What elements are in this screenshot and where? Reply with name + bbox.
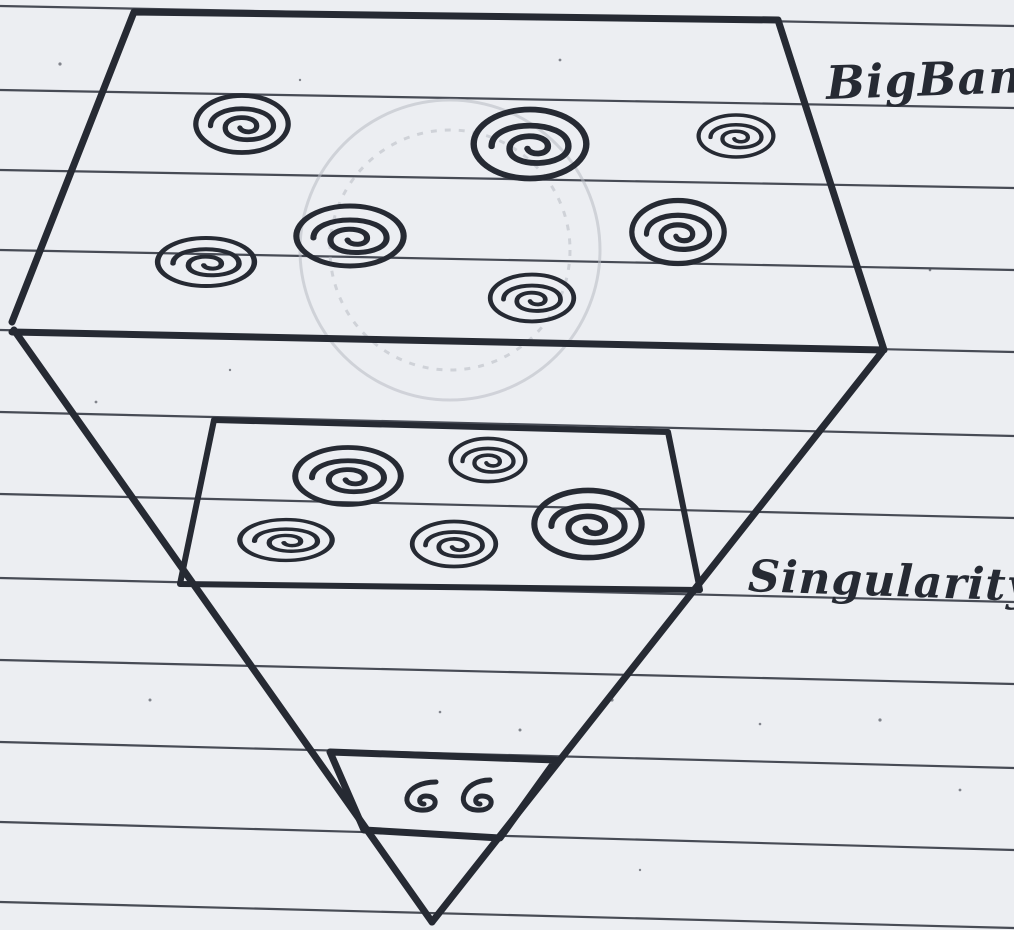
singularity-label: Singularity: [747, 551, 1014, 612]
spiral-icon: [463, 780, 491, 810]
big-bang-label: BigBang: [825, 48, 1014, 110]
spiral-icon: [158, 238, 255, 286]
bottom-spirals: [407, 780, 491, 810]
spiral-icon: [451, 438, 526, 481]
spiral-icon: [534, 490, 641, 557]
top-spirals: [158, 96, 774, 322]
cone-outline: [12, 12, 884, 922]
spiral-icon: [240, 520, 332, 561]
spiral-icon: [196, 96, 288, 153]
spiral-icon: [474, 110, 587, 179]
bottom-section: [330, 752, 556, 838]
spiral-icon: [412, 522, 496, 567]
ruled-lines: [0, 6, 1014, 928]
spiral-icon: [407, 782, 436, 810]
middle-spirals: [240, 438, 642, 566]
spiral-icon: [295, 448, 401, 505]
spiral-icon: [490, 275, 574, 322]
spiral-icon: [699, 115, 774, 157]
spiral-icon: [632, 201, 724, 264]
